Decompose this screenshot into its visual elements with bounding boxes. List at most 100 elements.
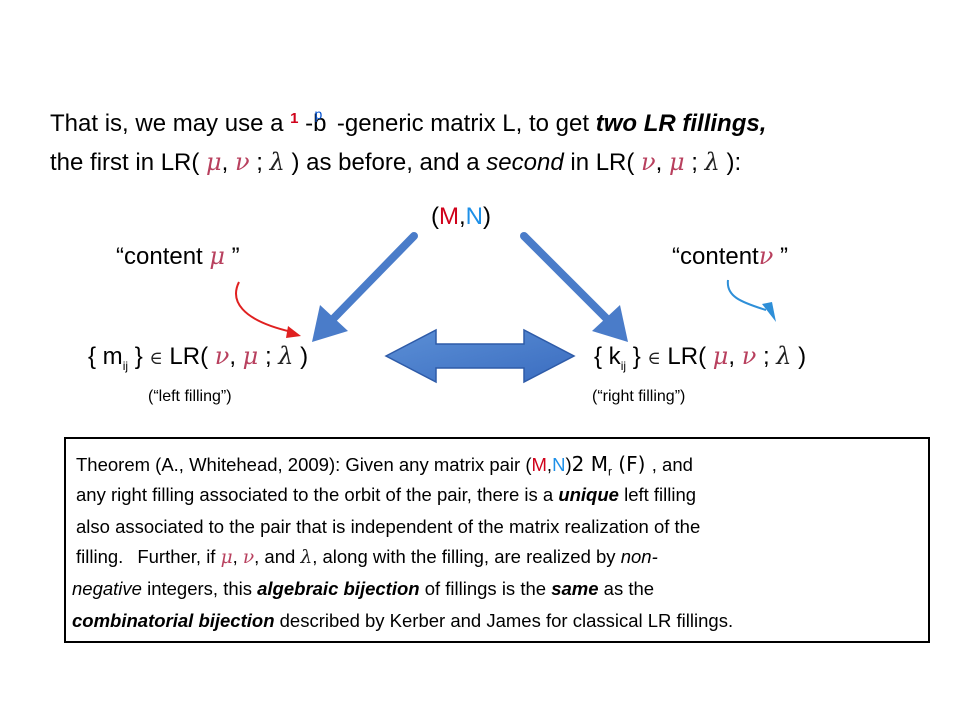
right-filling-expression: { kij } ∈ LR( μ, ν ; λ ) [594, 342, 806, 373]
lr-text: LR( [660, 343, 713, 370]
theorem-emphasis: same [551, 578, 599, 599]
superscript-one: 1 [290, 110, 299, 127]
comma: , [655, 149, 669, 176]
nu-symbol: ν [758, 242, 774, 270]
left-filling-expression: { mij } ∈ LR( ν, μ ; λ ) [88, 342, 308, 373]
theorem-emphasis: non- [620, 546, 658, 567]
content-text: “content [116, 243, 210, 270]
semicolon: ; [684, 149, 705, 176]
theorem-text: Theorem (A., Whitehead, 2009): Given any… [76, 454, 532, 475]
lambda-symbol: λ [269, 148, 285, 176]
mu-symbol: μ [209, 242, 225, 270]
lambda-symbol: λ [300, 547, 313, 568]
theorem-line-4: filling. Further, if μ, ν, and λ, along w… [76, 546, 658, 568]
brace-m: { m [88, 343, 123, 370]
comma: , [221, 149, 235, 176]
theorem-text: any right filling associated to the orbi… [76, 484, 559, 505]
element-of-symbol: ∈ [149, 348, 163, 369]
red-curved-arrow [235, 281, 301, 338]
nu-symbol: ν [235, 148, 250, 176]
semicolon: ; [258, 343, 279, 370]
bijection-double-arrow [384, 328, 576, 384]
brace: } [128, 343, 150, 370]
theorem-text: , and [651, 454, 693, 475]
theorem-line-6: combinatorial bijection described by Ker… [72, 610, 733, 632]
mu-symbol: μ [220, 547, 233, 568]
lambda-symbol: λ [278, 342, 294, 370]
theorem-text: filling. [76, 546, 124, 567]
lr-text: LR( [162, 343, 215, 370]
paren: ) [293, 343, 309, 370]
theorem-emphasis: combinatorial bijection [72, 610, 275, 631]
content-text: ” [225, 243, 240, 270]
mu-symbol: μ [206, 148, 222, 176]
mu-symbol: μ [712, 342, 729, 370]
theorem-text: described by Kerber and James for classi… [274, 610, 734, 631]
matrix-n: N [552, 454, 566, 475]
comma: , [546, 454, 553, 475]
intro-text: ): [719, 149, 742, 176]
intro-text: That is, we may use a [50, 110, 291, 137]
brace-k: { k [594, 343, 621, 370]
nu-symbol: ν [641, 148, 656, 176]
theorem-line-5: negative integers, this algebraic biject… [72, 578, 654, 600]
paren: ) [565, 454, 572, 475]
intro-emphasis: second [486, 149, 564, 176]
blue-curved-arrow [726, 279, 776, 322]
intro-line-2: the first in LR( μ, ν ; λ ) as before, a… [50, 148, 741, 177]
theorem-text: , and [254, 546, 301, 567]
comma: , [229, 343, 243, 370]
paren: ( [431, 203, 439, 230]
theorem-text: , along with the filling, are realized b… [312, 546, 621, 567]
lambda-symbol: λ [776, 342, 792, 370]
d-superscript: p [314, 106, 323, 122]
theorem-line-3: also associated to the pair that is inde… [76, 516, 701, 537]
paren: ) [483, 203, 492, 230]
field-f: (F) [611, 452, 652, 476]
nu-symbol: ν [741, 342, 757, 370]
theorem-emphasis: negative [72, 578, 142, 599]
theorem-emphasis: algebraic bijection [257, 578, 420, 599]
theorem-text: integers, this [141, 578, 258, 599]
comma: , [728, 343, 742, 370]
content-text: ” [773, 243, 788, 270]
semicolon: ; [756, 343, 777, 370]
lambda-symbol: λ [704, 148, 720, 176]
left-filling-caption: (“left filling”) [148, 388, 232, 405]
matrix-n: N [465, 203, 484, 230]
content-mu-label: “content μ ” [116, 242, 240, 271]
arrow-to-left-filling [312, 232, 418, 342]
content-text: “content [672, 243, 759, 270]
membership-set: 2 M [571, 452, 608, 476]
theorem-emphasis: unique [558, 484, 619, 505]
arrow-to-right-filling [520, 232, 628, 342]
theorem-text: of fillings is the [419, 578, 552, 599]
intro-line-1: That is, we may use a 1 -bp -generic mat… [50, 106, 776, 138]
intro-text: ) as before, and a [284, 149, 487, 176]
right-filling-caption: (“right filling”) [592, 388, 686, 405]
mu-symbol: μ [242, 342, 259, 370]
theorem-text: left filling [618, 484, 697, 505]
comma: , [232, 546, 243, 567]
matrix-m: M [439, 203, 459, 230]
intro-emphasis: two LR fillings, [595, 110, 767, 137]
mu-symbol: μ [668, 148, 685, 176]
semicolon: ; [249, 149, 270, 176]
subscript-ij: ij [620, 358, 627, 373]
subscript-ij: ij [122, 358, 129, 373]
intro-text: in LR( [563, 149, 642, 176]
theorem-text: as the [598, 578, 655, 599]
theorem-box: Theorem (A., Whitehead, 2009): Given any… [64, 437, 930, 643]
intro-text: -generic matrix L, to get [330, 110, 596, 137]
intro-text: the first in LR( [50, 149, 207, 176]
element-of-symbol: ∈ [647, 348, 661, 369]
nu-symbol: ν [242, 547, 255, 568]
matrix-pair-label: (M,N) [431, 203, 491, 231]
theorem-line-2: any right filling associated to the orbi… [76, 484, 696, 506]
content-nu-label: “contentν ” [672, 242, 788, 271]
brace: } [626, 343, 648, 370]
theorem-text: Further, if [137, 546, 221, 567]
dash-symbol: - [305, 110, 314, 137]
matrix-m: M [531, 454, 547, 475]
